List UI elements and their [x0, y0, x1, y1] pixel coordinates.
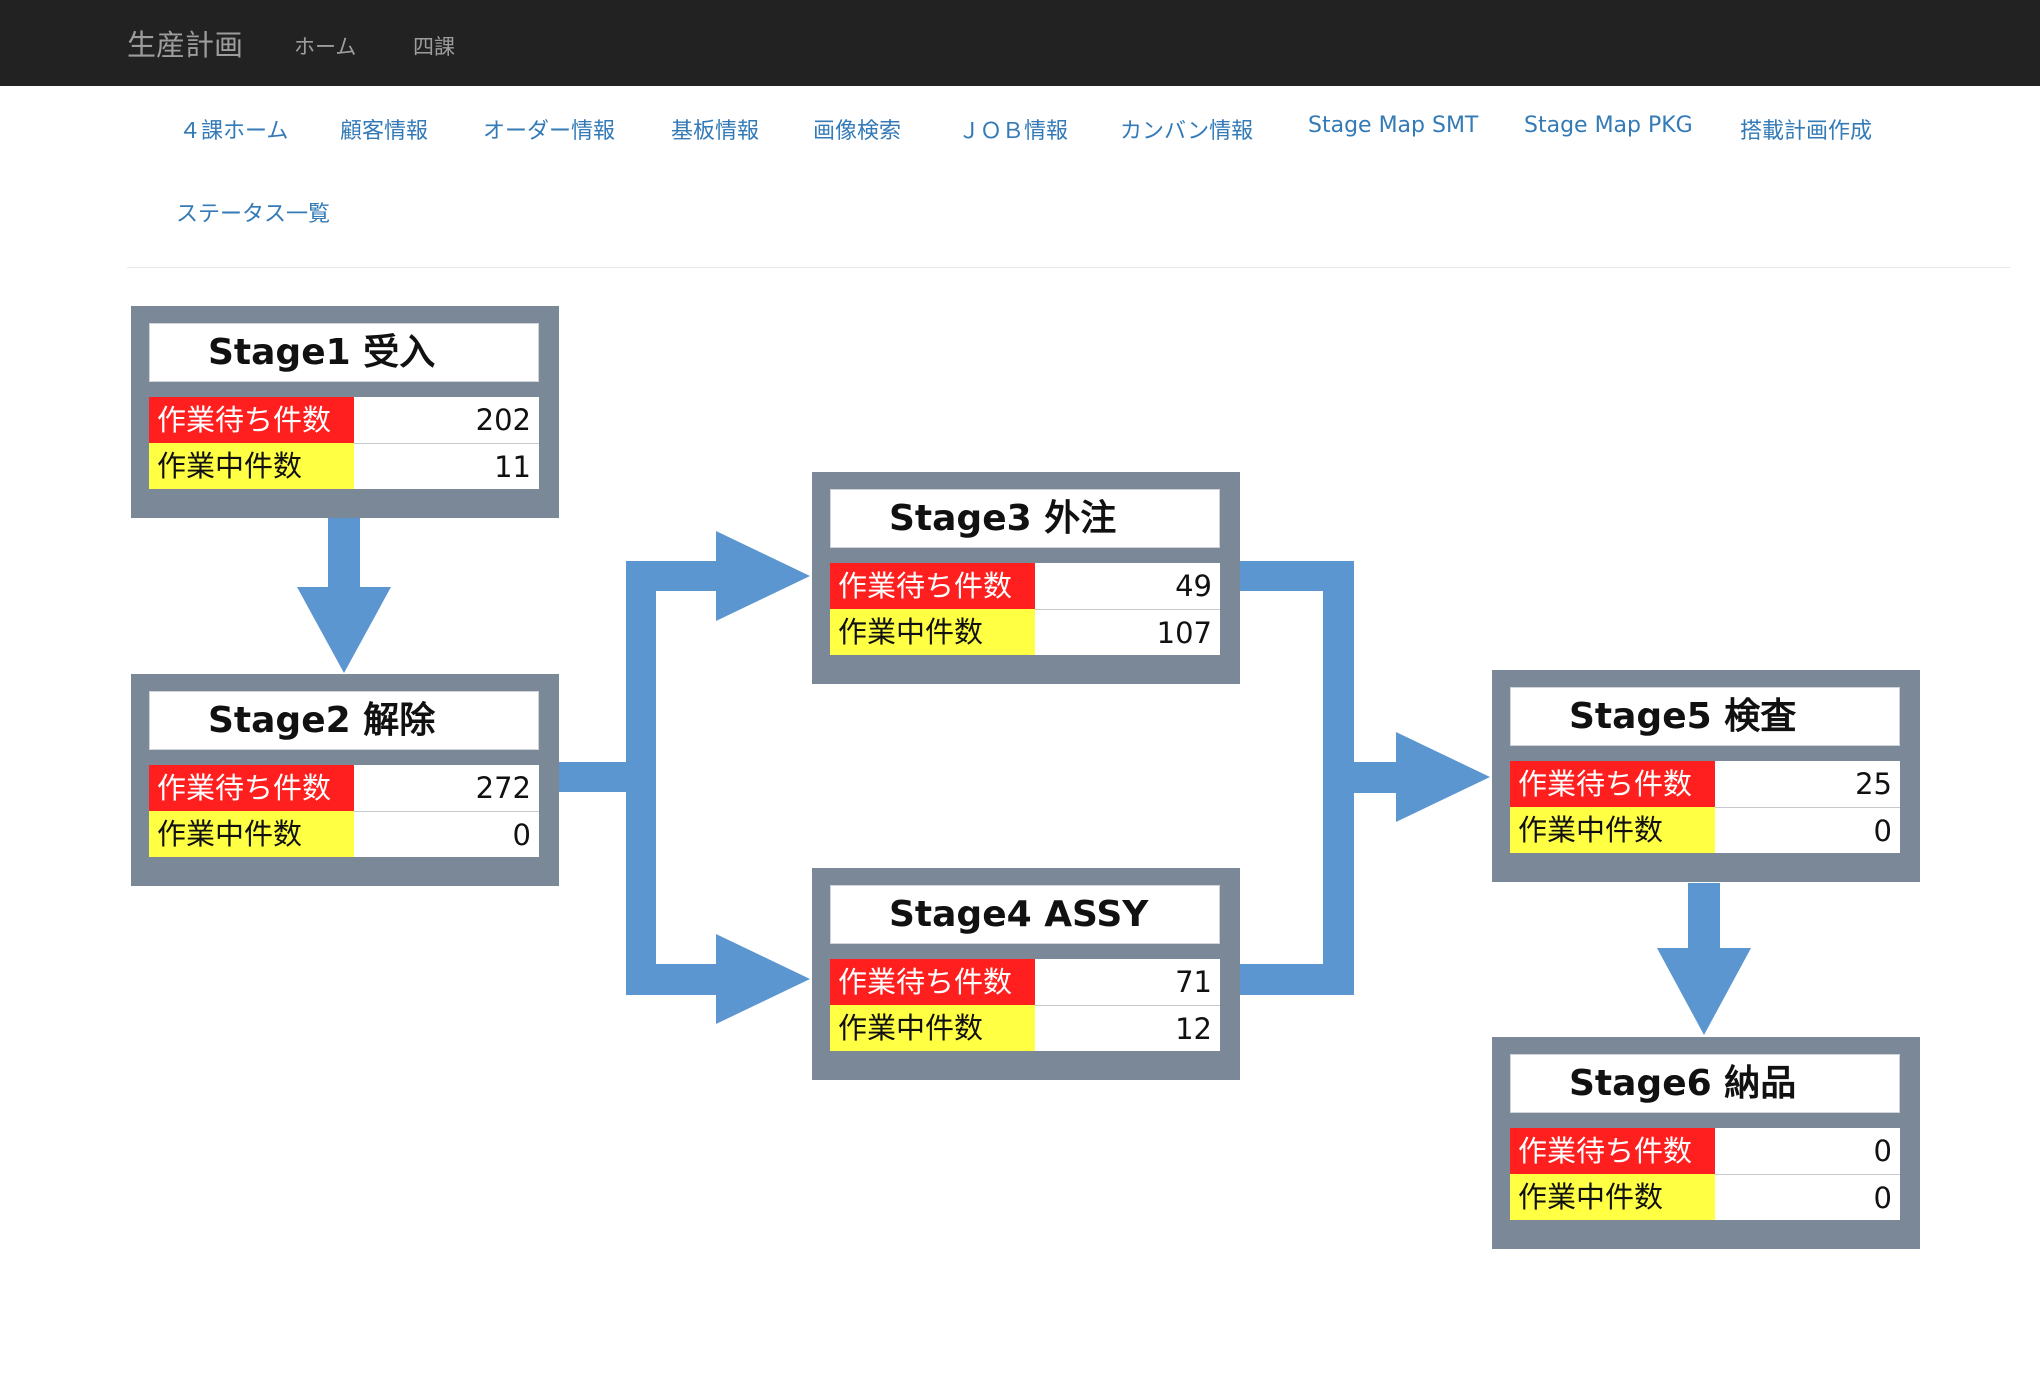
subnav-link-order-info[interactable]: オーダー情報 [483, 119, 616, 144]
in-progress-count-row: 作業中件数 12 [830, 1005, 1220, 1051]
nav-divider [127, 267, 2010, 268]
in-progress-count-label: 作業中件数 [830, 609, 1035, 655]
stage3-card[interactable]: Stage3 外注 作業待ち件数 49 作業中件数 107 [812, 472, 1240, 684]
waiting-count-value: 71 [1035, 959, 1220, 1005]
subnav-link-stage-map-smt[interactable]: Stage Map SMT [1308, 113, 1479, 138]
subnav-link-mount-plan[interactable]: 搭載計画作成 [1740, 119, 1873, 144]
nav-link-section4[interactable]: 四課 [413, 35, 455, 59]
waiting-count-label: 作業待ち件数 [1510, 1128, 1715, 1174]
arrow-stage2-to-stage3-stage4 [558, 531, 810, 1024]
waiting-count-label: 作業待ち件数 [149, 397, 354, 443]
stage2-card[interactable]: Stage2 解除 作業待ち件数 272 作業中件数 0 [131, 674, 559, 886]
stage1-card[interactable]: Stage1 受入 作業待ち件数 202 作業中件数 11 [131, 306, 559, 518]
waiting-count-row: 作業待ち件数 272 [149, 765, 539, 811]
waiting-count-label: 作業待ち件数 [149, 765, 354, 811]
in-progress-count-value: 107 [1035, 609, 1220, 655]
waiting-count-label: 作業待ち件数 [830, 959, 1035, 1005]
subnav-link-kanban-info[interactable]: カンバン情報 [1120, 119, 1254, 144]
waiting-count-label: 作業待ち件数 [1510, 761, 1715, 807]
in-progress-count-label: 作業中件数 [149, 443, 354, 489]
navbar-brand[interactable]: 生産計画 [127, 28, 244, 62]
stage-title: Stage3 外注 [830, 489, 1220, 548]
waiting-count-row: 作業待ち件数 202 [149, 397, 539, 443]
stage5-card[interactable]: Stage5 検査 作業待ち件数 25 作業中件数 0 [1492, 670, 1920, 882]
subnav-link-section4-home[interactable]: ４課ホーム [179, 119, 289, 144]
subnav-link-board-info[interactable]: 基板情報 [671, 119, 760, 144]
waiting-count-value: 272 [354, 765, 539, 811]
in-progress-count-value: 12 [1035, 1005, 1220, 1051]
stage-title: Stage1 受入 [149, 323, 539, 382]
stage-title: Stage5 検査 [1510, 687, 1900, 746]
subnav-link-status-list[interactable]: ステータス一覧 [176, 202, 331, 227]
stage4-card[interactable]: Stage4 ASSY 作業待ち件数 71 作業中件数 12 [812, 868, 1240, 1080]
in-progress-count-row: 作業中件数 0 [149, 811, 539, 857]
waiting-count-row: 作業待ち件数 49 [830, 563, 1220, 609]
stage-title: Stage2 解除 [149, 691, 539, 750]
subnav-link-customer-info[interactable]: 顧客情報 [340, 119, 429, 144]
in-progress-count-value: 0 [1715, 1174, 1900, 1220]
waiting-count-value: 202 [354, 397, 539, 443]
arrow-stage1-to-stage2 [297, 517, 391, 673]
stage-title: Stage6 納品 [1510, 1054, 1900, 1113]
waiting-count-value: 25 [1715, 761, 1900, 807]
in-progress-count-row: 作業中件数 0 [1510, 1174, 1900, 1220]
waiting-count-value: 0 [1715, 1128, 1900, 1174]
in-progress-count-row: 作業中件数 107 [830, 609, 1220, 655]
in-progress-count-row: 作業中件数 0 [1510, 807, 1900, 853]
in-progress-count-value: 0 [1715, 807, 1900, 853]
in-progress-count-label: 作業中件数 [149, 811, 354, 857]
in-progress-count-value: 11 [354, 443, 539, 489]
in-progress-count-row: 作業中件数 11 [149, 443, 539, 489]
subnav-link-job-info[interactable]: ＪＯＢ情報 [958, 119, 1069, 144]
waiting-count-value: 49 [1035, 563, 1220, 609]
nav-link-home[interactable]: ホーム [294, 35, 357, 59]
in-progress-count-label: 作業中件数 [1510, 807, 1715, 853]
waiting-count-row: 作業待ち件数 0 [1510, 1128, 1900, 1174]
arrow-stage3-stage4-to-stage5 [1239, 561, 1490, 995]
waiting-count-label: 作業待ち件数 [830, 563, 1035, 609]
subnav-link-image-search[interactable]: 画像検索 [813, 119, 902, 144]
in-progress-count-label: 作業中件数 [830, 1005, 1035, 1051]
stage6-card[interactable]: Stage6 納品 作業待ち件数 0 作業中件数 0 [1492, 1037, 1920, 1249]
in-progress-count-label: 作業中件数 [1510, 1174, 1715, 1220]
arrow-stage5-to-stage6 [1657, 883, 1751, 1035]
in-progress-count-value: 0 [354, 811, 539, 857]
waiting-count-row: 作業待ち件数 71 [830, 959, 1220, 1005]
top-navbar: 生産計画 ホーム 四課 [0, 0, 2040, 86]
stage-title: Stage4 ASSY [830, 885, 1220, 944]
waiting-count-row: 作業待ち件数 25 [1510, 761, 1900, 807]
subnav-link-stage-map-pkg[interactable]: Stage Map PKG [1524, 113, 1693, 138]
